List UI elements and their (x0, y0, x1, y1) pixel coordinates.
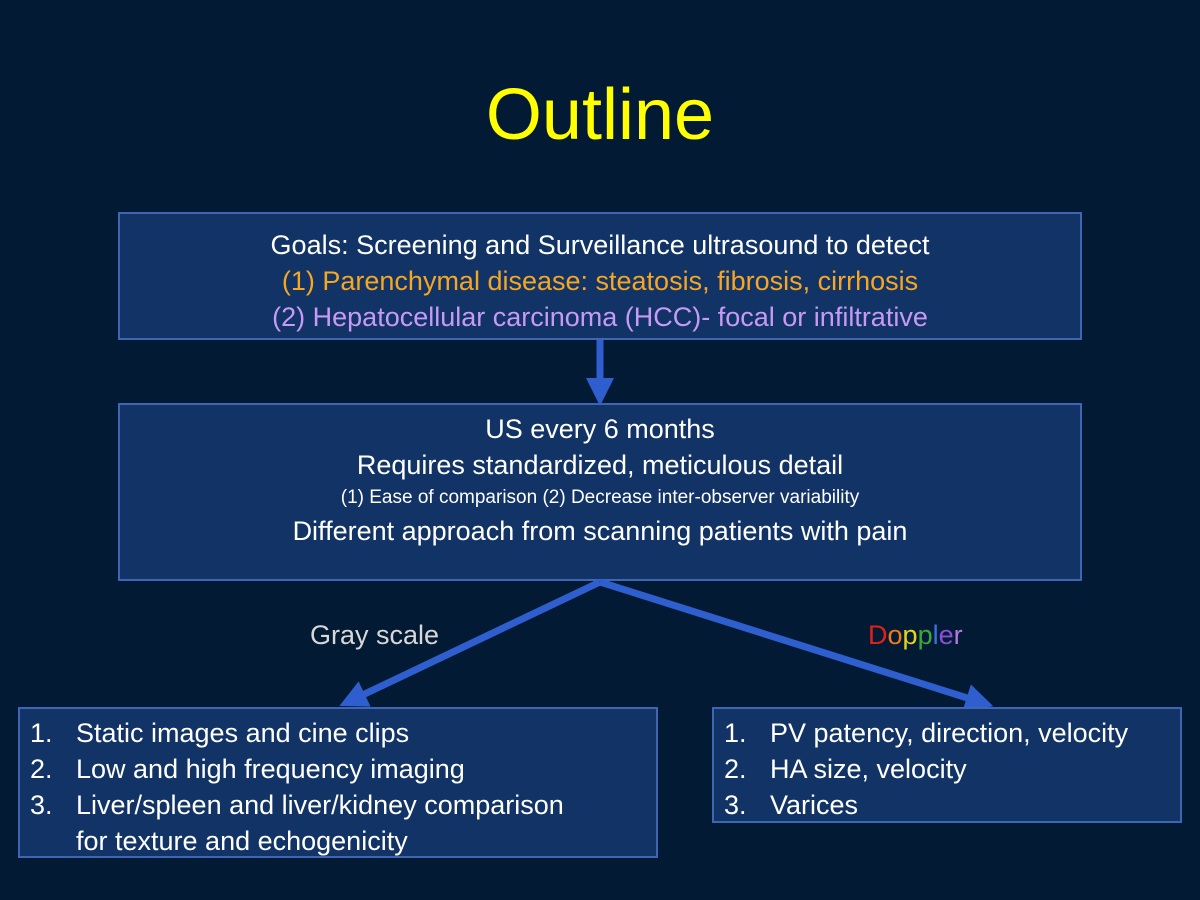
list-item: 3.Liver/spleen and liver/kidney comparis… (30, 790, 564, 856)
goal-hcc: (2) Hepatocellular carcinoma (HCC)- foca… (272, 302, 928, 332)
doppler-label: Doppler (868, 617, 963, 653)
gray-scale-label: Gray scale (310, 620, 440, 650)
doppler-letter: p (902, 620, 918, 650)
doppler-letter: D (868, 620, 888, 650)
arrow-to-doppler (598, 578, 994, 712)
us-protocol-box: US every 6 months Requires standardized,… (118, 403, 1082, 581)
goals-heading: Goals: Screening and Surveillance ultras… (270, 230, 930, 260)
doppler-letter: e (938, 620, 954, 650)
list-item: 2.Low and high frequency imaging (30, 754, 465, 784)
goal-parenchymal: (1) Parenchymal disease: steatosis, fibr… (281, 266, 919, 296)
us-benefits: (1) Ease of comparison (2) Decrease inte… (340, 487, 860, 508)
gray-scale-box: 1.Static images and cine clips 2.Low and… (18, 707, 658, 858)
doppler-letter: r (953, 620, 963, 650)
us-approach: Different approach from scanning patient… (292, 516, 908, 546)
list-item: 3.Varices (724, 790, 859, 820)
list-item: 2.HA size, velocity (724, 754, 967, 784)
us-requirement: Requires standardized, meticulous detail (356, 450, 844, 480)
list-item: 1.Static images and cine clips (30, 718, 410, 748)
doppler-letter: o (887, 620, 903, 650)
goals-box: Goals: Screening and Surveillance ultras… (118, 212, 1082, 340)
slide-title: Outline (485, 75, 715, 155)
doppler-box: 1.PV patency, direction, velocity 2.HA s… (712, 707, 1182, 823)
arrow-to-gray-scale (339, 578, 602, 707)
us-frequency: US every 6 months (485, 414, 715, 444)
doppler-letter: p (917, 620, 933, 650)
doppler-letter: l (932, 620, 939, 650)
list-item: 1.PV patency, direction, velocity (724, 718, 1129, 748)
